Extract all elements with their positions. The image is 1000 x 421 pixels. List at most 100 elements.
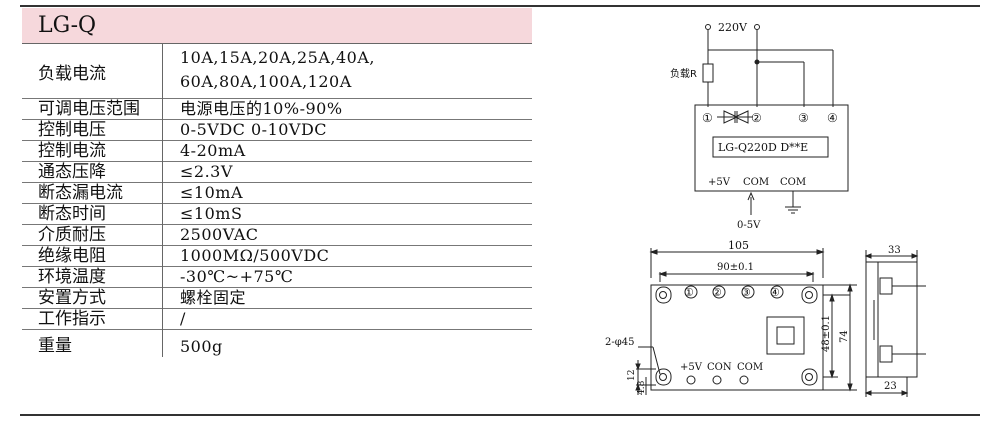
potentiometer (776, 326, 795, 345)
table-row: 重量 500g (22, 330, 532, 357)
row-label: 控制电流 (38, 141, 106, 161)
row-label: 重量 (38, 336, 72, 356)
row-value: 500g (180, 337, 223, 356)
spec-table: LG-Q 负载电流 10A,15A,20A,25A,40A, 60A,80A,1… (22, 8, 532, 357)
table-body: 负载电流 10A,15A,20A,25A,40A, 60A,80A,100A,1… (22, 44, 532, 357)
row-label: 通态压降 (38, 162, 106, 182)
dim-width-overall: 105 (728, 239, 749, 252)
input-voltage-label: 0-5V (737, 220, 761, 231)
row-value: ≤10mS (180, 204, 243, 223)
row-label: 工作指示 (38, 309, 106, 329)
row-value: 0-5VDC 0-10VDC (180, 120, 328, 139)
table-title: LG-Q (22, 8, 532, 44)
model-label: LG-Q220D D**E (718, 141, 808, 154)
row-value: / (180, 309, 186, 328)
table-row: 绝缘电阻 1000MΩ/500VDC (22, 246, 532, 267)
table-row: 安置方式 螺栓固定 (22, 288, 532, 309)
row-label: 断态时间 (38, 204, 106, 224)
supply-terminal (705, 24, 711, 30)
terminal-1-label: ① (702, 111, 713, 125)
table-row: 负载电流 10A,15A,20A,25A,40A, 60A,80A,100A,1… (22, 44, 532, 99)
mount-slot (655, 368, 672, 386)
dim-width-holes: 90±0.1 (717, 262, 754, 273)
row-value-line: 10A,15A,20A,25A,40A, (180, 48, 375, 67)
plus5v-label: +5V (708, 177, 731, 188)
table-row: 控制电压 0-5VDC 0-10VDC (22, 120, 532, 141)
table-row: 断态时间 ≤10mS (22, 204, 532, 225)
row-label: 环境温度 (38, 267, 106, 287)
table-row: 环境温度 -30℃~+75℃ (22, 267, 532, 288)
table-row: 介质耐压 2500VAC (22, 225, 532, 246)
row-label: 控制电压 (38, 120, 106, 140)
row-label: 绝缘电阻 (38, 246, 106, 266)
control-terminal (739, 375, 749, 385)
front-terminal-4: ④ (770, 286, 780, 299)
dim-height-holes: 48±0.1 (821, 315, 832, 352)
table-row: 控制电流 4-20mA (22, 141, 532, 162)
potentiometer-outline (766, 316, 805, 355)
terminal-4-label: ④ (827, 111, 838, 125)
mount-slot (655, 286, 672, 304)
dim-side-bottom: 23 (884, 381, 897, 392)
screw-terminal (684, 285, 698, 299)
screw-terminal (712, 285, 726, 299)
dim-side-top: 33 (888, 245, 901, 256)
row-value: 电源电压的10%-90% (180, 99, 343, 118)
dim-12: 12 (627, 370, 637, 381)
wiring-diagram (694, 24, 849, 215)
row-value-line: 60A,80A,100A,120A (180, 72, 352, 91)
row-label: 负载电流 (38, 63, 106, 84)
top-rule (20, 5, 980, 7)
front-view (635, 248, 857, 395)
side-view (864, 250, 926, 397)
com-label: COM (780, 177, 806, 188)
table-row: 可调电压范围 电源电压的10%-90% (22, 99, 532, 120)
terminal-2-label: ② (751, 111, 762, 125)
model-box (712, 136, 829, 158)
row-value: ≤2.3V (180, 162, 233, 181)
table-row: 断态漏电流 ≤10mA (22, 183, 532, 204)
table-row: 通态压降 ≤2.3V (22, 162, 532, 183)
front-com-label: COM (737, 362, 763, 373)
side-terminal (879, 277, 893, 295)
front-terminal-3: ③ (741, 286, 751, 299)
com-label: COM (743, 177, 769, 188)
module-outline (650, 284, 824, 391)
front-con-label: CON (707, 362, 732, 373)
module-box (694, 104, 849, 192)
screw-terminal (741, 285, 755, 299)
supply-voltage-label: 220V (718, 21, 748, 34)
front-plus5v-label: +5V (680, 362, 703, 373)
side-base (865, 261, 879, 378)
control-terminal (686, 375, 696, 385)
dim-4-8: 4.8 (637, 380, 647, 395)
dim-height-overall: 74 (839, 330, 850, 343)
row-label: 介质耐压 (38, 225, 106, 245)
mount-slot (801, 286, 818, 304)
row-value: 螺栓固定 (180, 288, 247, 307)
row-value: 4-20mA (180, 141, 246, 160)
front-terminal-1: ① (684, 286, 694, 299)
row-value: ≤10mA (180, 183, 243, 202)
row-label: 断态漏电流 (38, 183, 123, 203)
row-value: 10A,15A,20A,25A,40A, 60A,80A,100A,120A (162, 44, 532, 98)
mount-slot (801, 368, 818, 386)
table-row: 工作指示 / (22, 309, 532, 330)
control-terminal (712, 375, 722, 385)
supply-terminal (754, 24, 760, 30)
load-resistor (702, 63, 714, 83)
row-label: 安置方式 (38, 288, 106, 308)
screw-terminal (770, 285, 784, 299)
side-terminal (879, 345, 893, 363)
load-label: 负载R (670, 67, 697, 80)
side-body (877, 261, 918, 378)
row-value: -30℃~+75℃ (180, 267, 294, 286)
bottom-rule (20, 414, 980, 416)
row-value: 2500VAC (180, 225, 259, 244)
row-label: 可调电压范围 (38, 99, 140, 119)
hole-diameter-label: 2-φ45 (605, 337, 634, 348)
row-value: 1000MΩ/500VDC (180, 246, 330, 265)
front-terminal-2: ② (712, 286, 722, 299)
terminal-3-label: ③ (798, 111, 809, 125)
